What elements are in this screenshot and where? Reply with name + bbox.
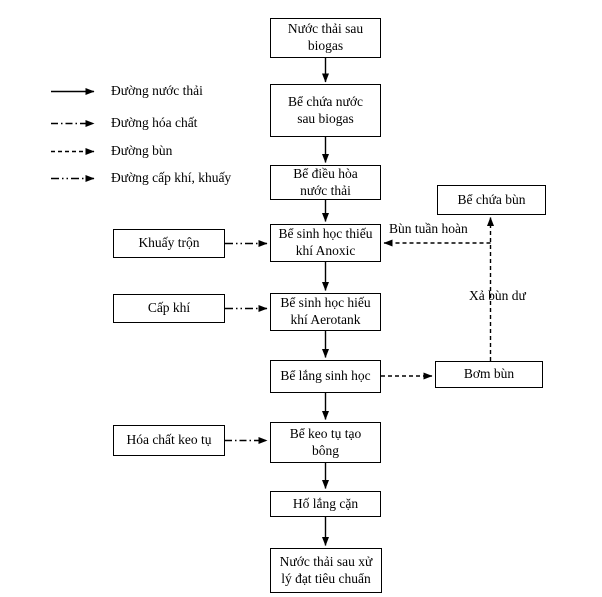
label-recirculated-sludge: Bùn tuần hoàn — [389, 221, 468, 236]
legend-item-sludge-line: Đường bùn — [50, 143, 172, 159]
box-label: Bể sinh học hiếu khí Aerotank — [280, 295, 371, 327]
dashed-arrow-icon — [51, 148, 95, 155]
solid-arrow-icon — [51, 88, 95, 95]
dash-dot-arrow-icon — [51, 120, 95, 127]
box-label: Bơm bùn — [463, 366, 515, 382]
box-coagulation-tank: Bể keo tụ tạo bông — [270, 422, 381, 463]
box-anoxic-tank: Bể sinh học thiếu khí Anoxic — [270, 224, 381, 262]
legend-item-wastewater-line: Đường nước thải — [50, 83, 203, 99]
box-wastewater-after-biogas: Nước thải sau biogas — [270, 18, 381, 58]
box-equalization-tank: Bể điều hòa nước thải — [270, 165, 381, 200]
box-sludge-pump: Bơm bùn — [435, 361, 543, 388]
legend-item-air-line: Đường cấp khí, khuấy — [50, 170, 231, 186]
legend-item-label: Đường cấp khí, khuấy — [111, 170, 232, 185]
box-air-supply: Cấp khí — [113, 294, 225, 323]
box-label: Nước thải sau biogas — [287, 21, 364, 53]
label-excess-sludge: Xả bùn dư — [469, 288, 526, 303]
box-coagulant-chemical: Hóa chất keo tụ — [113, 425, 225, 456]
box-label: Bể chứa nước sau biogas — [288, 93, 363, 126]
box-label: Bể keo tụ tạo bông — [289, 425, 362, 458]
box-label: Khuấy trộn — [138, 235, 200, 251]
legend-item-chemical-line: Đường hóa chất — [50, 115, 197, 131]
box-label: Bể lắng sinh học — [280, 368, 371, 384]
box-aerotank: Bể sinh học hiếu khí Aerotank — [270, 293, 381, 331]
box-label: Bể sinh học thiếu khí Anoxic — [278, 226, 373, 258]
box-sludge-tank: Bể chứa bùn — [437, 185, 546, 215]
dash-dot-dot-arrow-icon — [51, 175, 95, 182]
legend-item-label: Đường nước thải — [111, 83, 203, 98]
box-bio-settling-tank: Bể lắng sinh học — [270, 360, 381, 393]
box-sediment-pit: Hố lắng cặn — [270, 491, 381, 517]
box-label: Hố lắng cặn — [292, 495, 359, 511]
box-label: Cấp khí — [147, 300, 191, 316]
box-label: Nước thải sau xử lý đạt tiêu chuẩn — [279, 553, 373, 586]
legend-item-label: Đường bùn — [111, 143, 173, 158]
box-treated-water-outlet: Nước thải sau xử lý đạt tiêu chuẩn — [270, 548, 382, 593]
box-label: Hóa chất keo tụ — [126, 432, 212, 448]
box-biogas-water-storage: Bể chứa nước sau biogas — [270, 84, 381, 137]
legend-item-label: Đường hóa chất — [111, 115, 198, 130]
box-label: Bể điều hòa nước thải — [293, 165, 358, 198]
box-stirring: Khuấy trộn — [113, 229, 225, 258]
box-label: Bể chứa bùn — [457, 191, 526, 207]
